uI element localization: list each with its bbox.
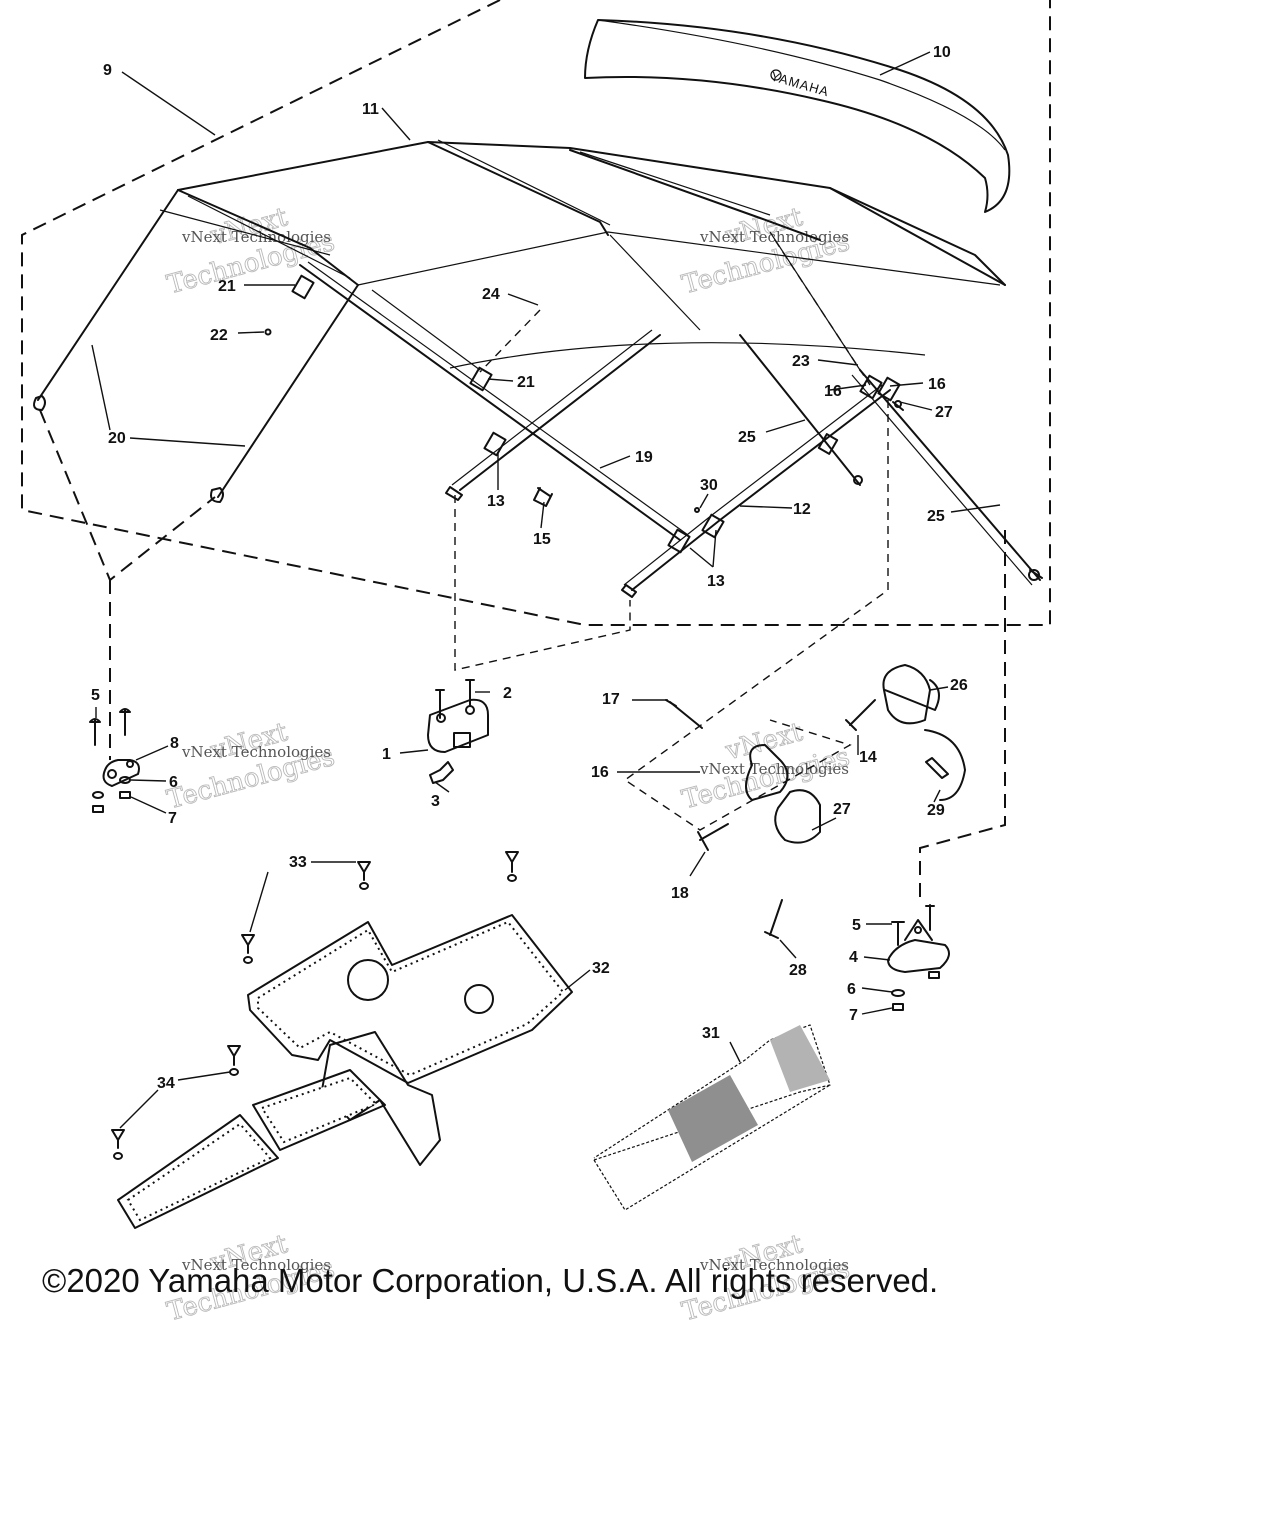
watermark-text-4: vNext Technologies	[699, 760, 849, 778]
callout-16a: 16	[824, 383, 842, 400]
left-deck-mount	[89, 708, 140, 813]
callout-2: 2	[503, 685, 512, 702]
left-mount-guide	[39, 409, 216, 760]
callout-19: 19	[635, 449, 653, 466]
callout-9: 9	[103, 62, 112, 79]
watermark-mid-left: vNext Technologies	[163, 717, 338, 816]
watermark-text-3: vNext Technologies	[181, 743, 331, 761]
right-deck-mount	[887, 904, 950, 1011]
copyright-notice: ©2020 Yamaha Motor Corporation, U.S.A. A…	[42, 1262, 939, 1299]
callout-7a: 7	[168, 810, 177, 827]
callout-23: 23	[792, 353, 810, 370]
storage-cover	[111, 851, 573, 1229]
fastener-stack	[111, 851, 519, 1160]
bimini-canvas	[159, 139, 1006, 371]
callout-3: 3	[431, 793, 440, 810]
callout-7b: 7	[849, 1007, 858, 1024]
watermark-text-6: vNext Technologies	[699, 1256, 849, 1274]
callout-12: 12	[793, 501, 811, 518]
right-mount-guide	[919, 530, 1006, 905]
callout-6a: 6	[169, 774, 178, 791]
callout-10: 10	[933, 44, 951, 61]
callout-16c: 16	[591, 764, 609, 781]
callout-33: 33	[289, 854, 307, 871]
callout-31: 31	[702, 1025, 720, 1042]
watermark-text-2: vNext Technologies	[699, 228, 849, 246]
callout-27a: 27	[935, 404, 953, 421]
callout-25a: 25	[738, 429, 756, 446]
callout-28: 28	[789, 962, 807, 979]
callout-27b: 27	[833, 801, 851, 818]
callout-13a: 13	[487, 493, 505, 510]
front-bow-guide	[454, 495, 631, 671]
decal-sheet	[593, 1024, 831, 1211]
callout-11: 11	[362, 101, 379, 118]
callout-5b: 5	[852, 917, 861, 934]
front-deck-mount	[427, 679, 489, 784]
callout-17: 17	[602, 691, 620, 708]
leader-lines	[91, 51, 1001, 1129]
assembly-outline	[21, 0, 1051, 626]
callout-21a: 21	[218, 278, 236, 295]
hinge-assembly	[665, 664, 966, 939]
callout-22: 22	[210, 327, 228, 344]
callout-14: 14	[859, 749, 877, 766]
brand-emblem-icon	[770, 69, 782, 81]
callout-25b: 25	[927, 508, 945, 525]
callout-20: 20	[108, 430, 126, 447]
callout-4: 4	[849, 949, 858, 966]
hinge-guide	[623, 400, 889, 831]
callout-34: 34	[157, 1075, 175, 1092]
callout-32: 32	[592, 960, 610, 977]
callout-5a: 5	[91, 687, 100, 704]
callout-30: 30	[700, 477, 718, 494]
callout-labels: 9 11 10 21 22 20 24 21 23 16 16 27 25 19…	[91, 44, 968, 1092]
watermark-top-left: vNext Technologies	[163, 202, 338, 301]
callout-16b: 16	[928, 376, 946, 393]
callout-13b: 13	[707, 573, 725, 590]
watermark-top-right: vNext Technologies	[678, 202, 853, 301]
callout-29: 29	[927, 802, 945, 819]
callout-21b: 21	[517, 374, 535, 391]
frame-tubes	[33, 189, 1043, 598]
callout-18: 18	[671, 885, 689, 902]
callout-8: 8	[170, 735, 179, 752]
callout-6b: 6	[847, 981, 856, 998]
callout-15: 15	[533, 531, 551, 548]
callout-26: 26	[950, 677, 968, 694]
callout-1: 1	[382, 746, 391, 763]
callout-24: 24	[482, 286, 500, 303]
watermark-text-5: vNext Technologies	[181, 1256, 331, 1274]
